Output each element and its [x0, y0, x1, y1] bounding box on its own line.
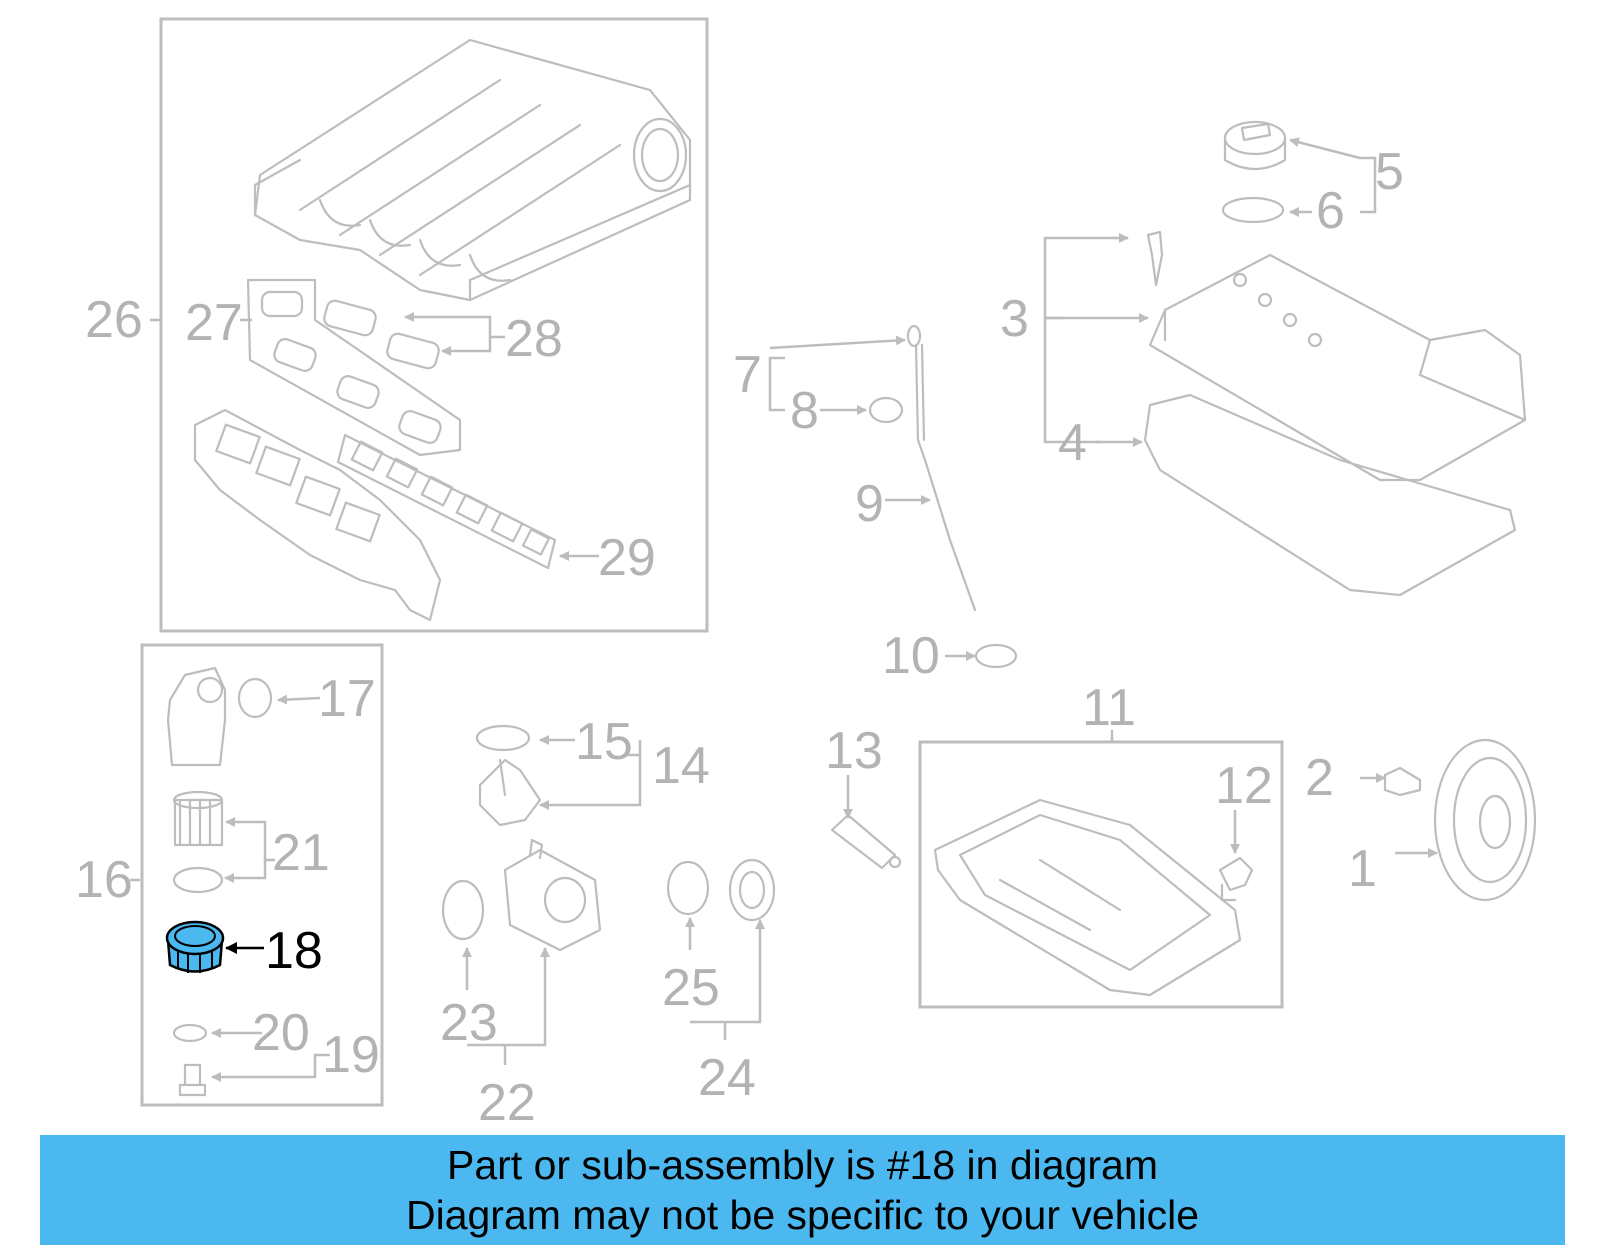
- callout-25: 25: [662, 959, 720, 1017]
- intake-manifold-drawing: [253, 38, 692, 302]
- banner-line-1: Part or sub-assembly is #18 in diagram: [447, 1142, 1158, 1188]
- callout-11: 11: [1082, 679, 1136, 737]
- valve-cover-drawing: [1143, 230, 1527, 597]
- callout-7: 7: [733, 346, 762, 404]
- callout-12: 12: [1215, 757, 1273, 815]
- callout-17: 17: [318, 670, 376, 728]
- callout-10: 10: [882, 627, 940, 685]
- lower-manifold-drawing: [193, 408, 442, 622]
- callout-6: 6: [1316, 182, 1345, 240]
- callout-23: 23: [440, 994, 498, 1052]
- oil-filter-frame: [140, 643, 384, 1107]
- callout-2: 2: [1305, 749, 1334, 807]
- callout-3: 3: [1000, 290, 1029, 348]
- seal-drawing: [666, 858, 776, 922]
- info-banner: Part or sub-assembly is #18 in diagram D…: [40, 1135, 1565, 1245]
- callout-26: 26: [85, 291, 143, 349]
- callout-24: 24: [698, 1049, 756, 1107]
- oil-cooler-drawing: [441, 838, 602, 952]
- callout-4: 4: [1058, 414, 1087, 472]
- callout-13: 13: [825, 722, 883, 780]
- leader-lines: [130, 137, 1438, 1082]
- manifold-gasket-drawing: [246, 278, 462, 457]
- callout-16: 16: [75, 851, 133, 909]
- thermostat-housing-drawing: [475, 724, 542, 827]
- callout-14: 14: [652, 737, 710, 795]
- callout-28: 28: [505, 310, 563, 368]
- oil-pan-drawing: [933, 798, 1254, 997]
- oil-filter-housing-drawing: [166, 666, 273, 1097]
- callout-19: 19: [322, 1026, 380, 1084]
- callout-27: 27: [185, 294, 243, 352]
- callout-22: 22: [478, 1074, 536, 1132]
- oil-filter-cap-highlighted: [165, 920, 225, 973]
- crank-pulley-drawing: [1383, 738, 1537, 902]
- callout-9: 9: [855, 475, 884, 533]
- oil-pickup-drawing: [830, 813, 902, 870]
- gasket-strip-drawing: [336, 433, 557, 570]
- callout-labels: 1 2 3 4 5 6 7 8 9 10 11 12 13 14 15 16 1…: [75, 143, 1404, 1132]
- callout-1: 1: [1348, 840, 1377, 898]
- dipstick-drawing: [868, 324, 1018, 669]
- callout-20: 20: [252, 1004, 310, 1062]
- callout-21: 21: [272, 824, 330, 882]
- callout-18: 18: [265, 922, 323, 980]
- oil-filler-cap-drawing: [1221, 120, 1287, 224]
- intake-manifold-frame: [159, 17, 709, 633]
- oil-pan-frame: [918, 740, 1284, 1009]
- callout-5: 5: [1375, 143, 1404, 201]
- banner-line-2: Diagram may not be specific to your vehi…: [405, 1192, 1199, 1238]
- callout-8: 8: [790, 382, 819, 440]
- callout-15: 15: [575, 713, 633, 771]
- callout-29: 29: [598, 529, 656, 587]
